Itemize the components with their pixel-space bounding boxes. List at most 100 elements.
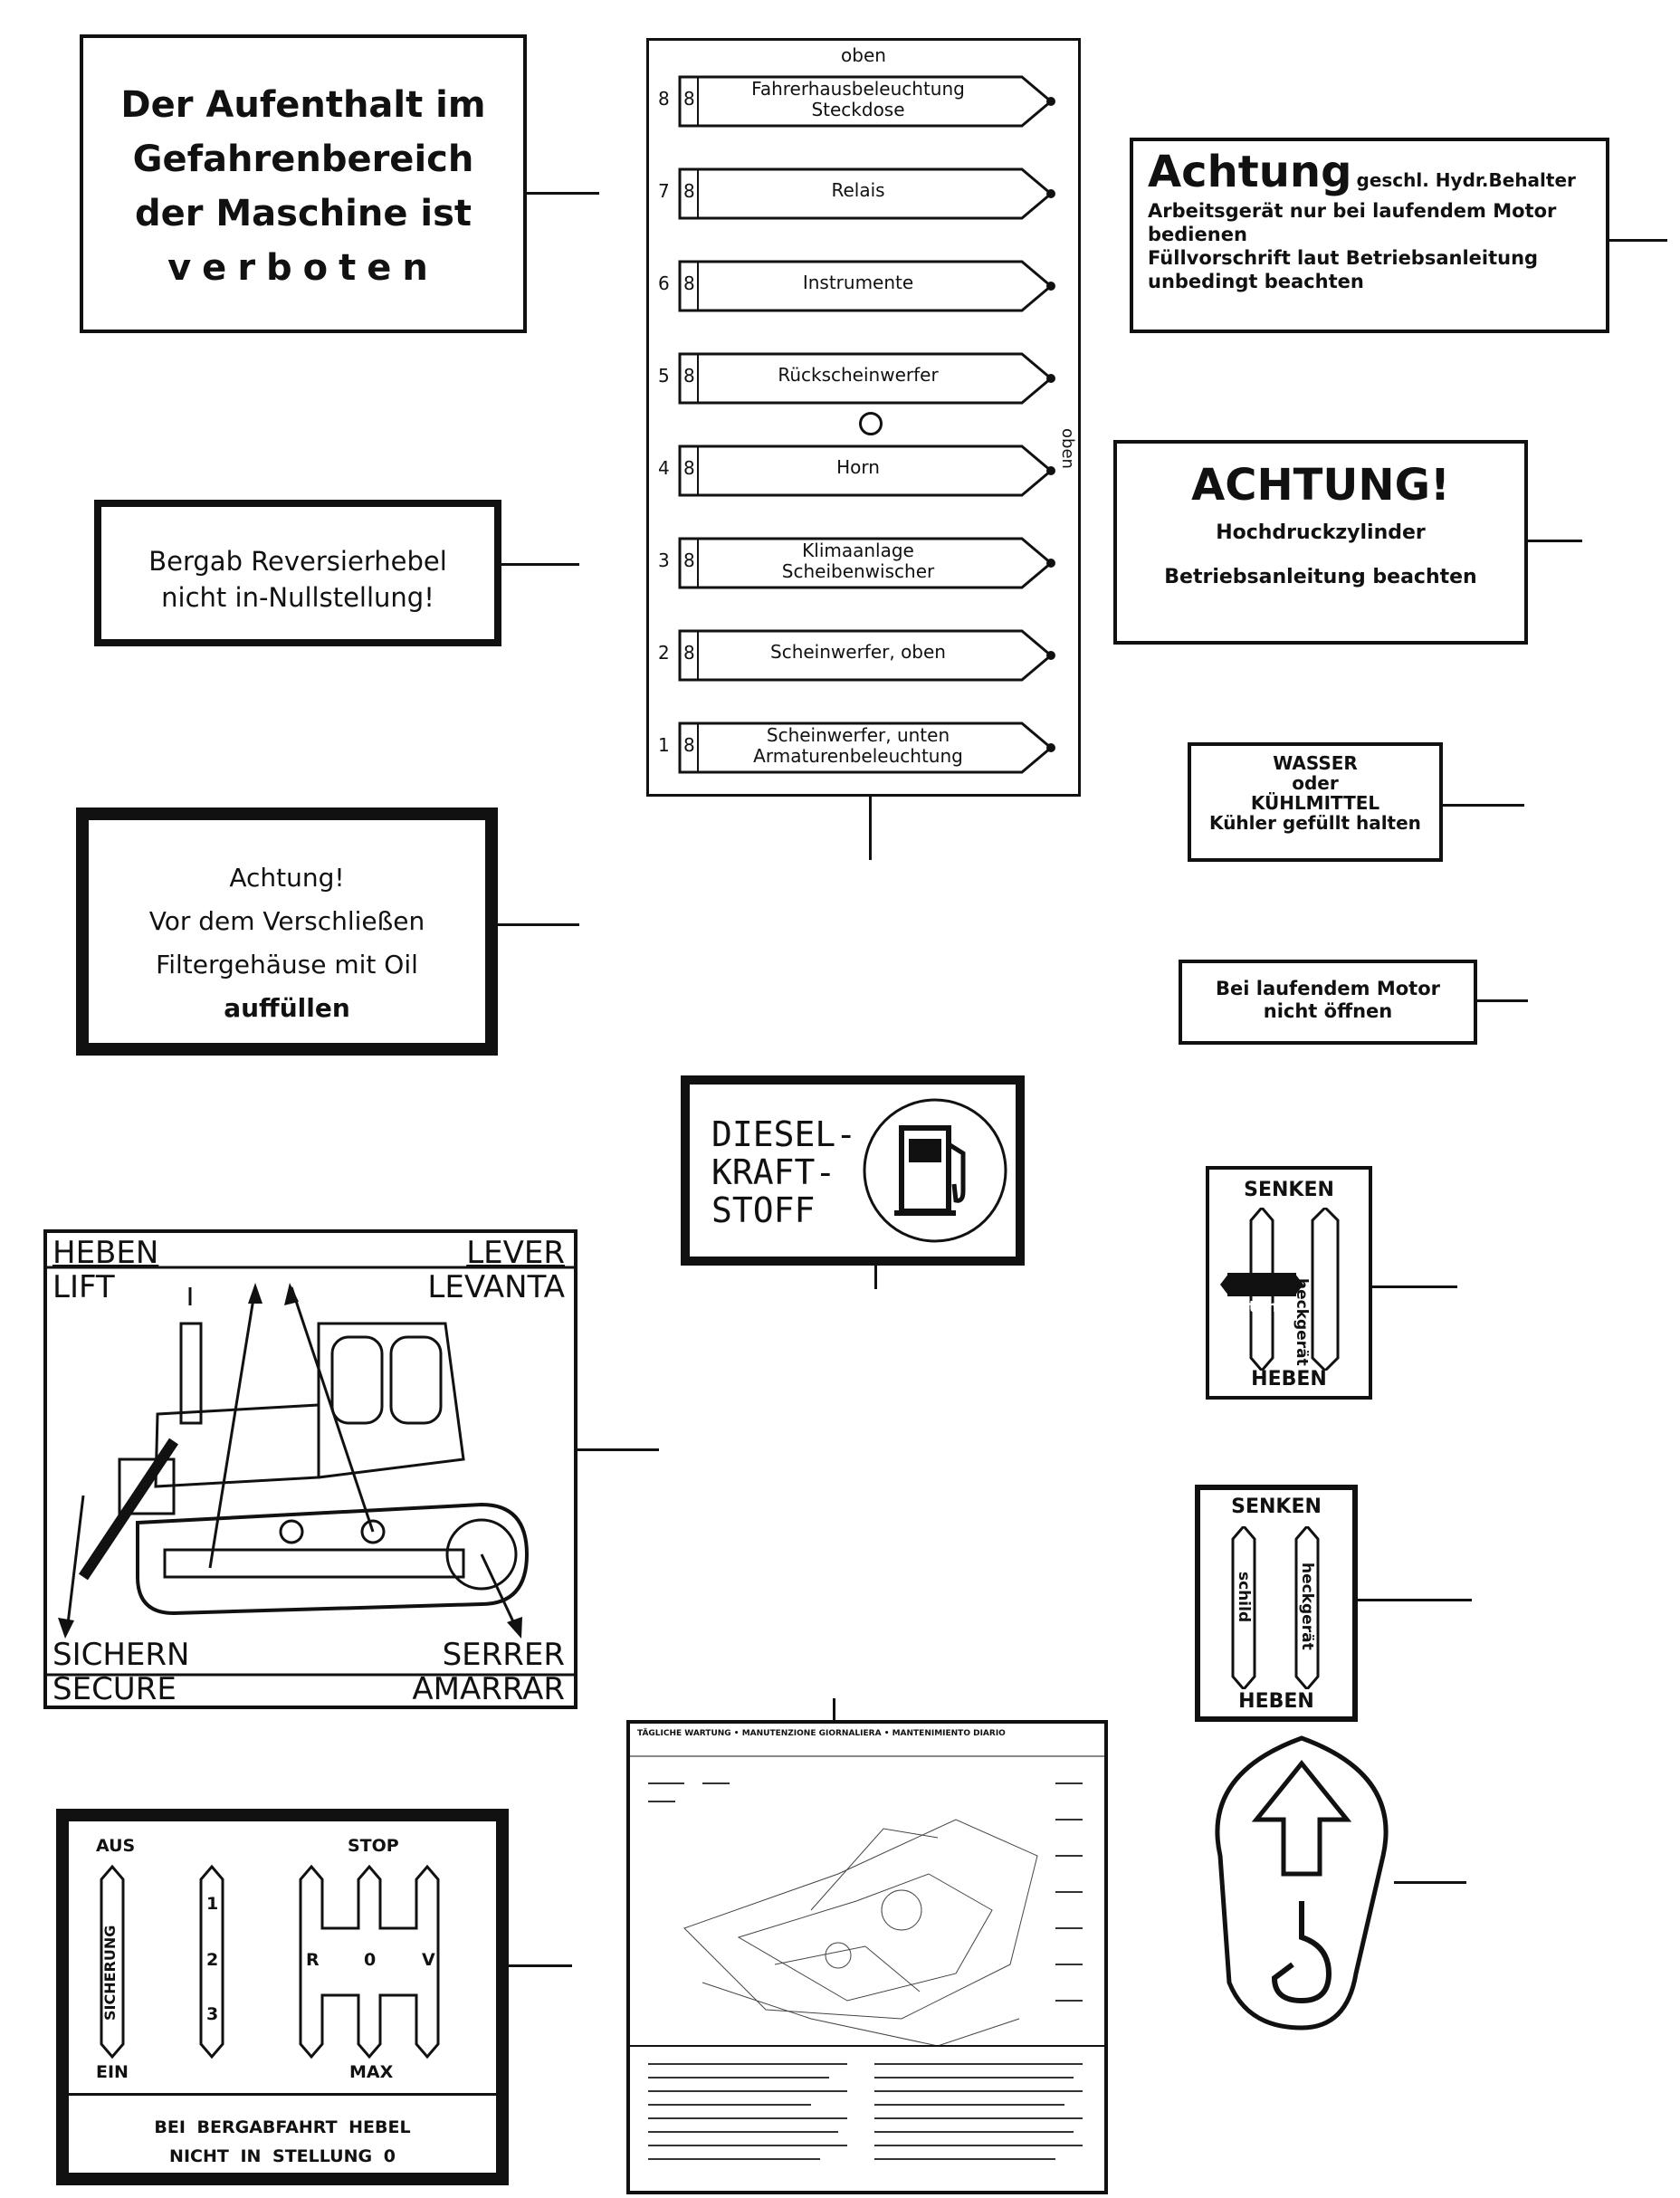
high-pressure-line-2: Betriebsanleitung beachten — [1164, 566, 1477, 588]
lifting-hook-icon — [1215, 1735, 1389, 2031]
blade-top-label: SENKEN — [1231, 1496, 1322, 1518]
fuse-label-line-2: Armaturenbeleuchtung — [753, 745, 963, 767]
lever-blade-icon — [1231, 1526, 1320, 1689]
fuse-label-line-1: Relais — [831, 179, 885, 201]
fuse-label-line-1: Horn — [836, 456, 880, 478]
fuse-rating: 8 — [683, 734, 695, 756]
sign-diesel: DIESEL- KRAFT- STOFF — [681, 1075, 1025, 1266]
gear-v: V — [422, 1950, 435, 1970]
fuse-number: 4 — [658, 457, 670, 479]
fuse-rating: 8 — [683, 365, 695, 387]
diesel-line-2: KRAFT- — [711, 1152, 836, 1192]
gear-3: 3 — [206, 2004, 219, 2024]
sign-high-pressure: ACHTUNG! Hochdruckzylinder Betriebsanlei… — [1113, 440, 1528, 645]
fuse-rating: 8 — [683, 550, 695, 571]
dozer-diagram — [47, 1266, 574, 1677]
gear-stop: STOP — [348, 1836, 399, 1856]
fuse-number: 6 — [658, 272, 670, 294]
fuse-label-line-1: Rückscheinwerfer — [778, 364, 939, 386]
fuse-rating: 8 — [683, 180, 695, 202]
leader-line — [527, 192, 599, 195]
coolant-line-3: KÜHLMITTEL — [1250, 792, 1380, 814]
maintenance-diagram — [630, 1755, 1104, 2160]
coolant-line-4: Kühler gefüllt halten — [1209, 812, 1421, 834]
fuse-tag-shape — [678, 722, 1055, 774]
leader-line — [1394, 1881, 1466, 1884]
gear-0: 0 — [364, 1950, 377, 1970]
fuse-tag-shape — [678, 260, 1055, 312]
fuse-label: Instrumente — [700, 272, 1017, 293]
lift-label-top-left-2: LIFT — [52, 1269, 115, 1305]
fuse-label-line-1: Scheinwerfer, unten — [766, 724, 950, 746]
sign-maintenance-chart: TÄGLICHE WARTUNG • MANUTENZIONE GIORNALI… — [626, 1720, 1108, 2194]
sign-gear-lever: AUS EIN SICHERUNG 1 2 3 STOP MAX R 0 V B… — [56, 1809, 509, 2185]
leader-line — [869, 797, 872, 860]
gear-shift-icon — [100, 1864, 440, 2059]
fuse-rating: 8 — [683, 272, 695, 294]
leader-line — [498, 923, 579, 926]
danger-line-3: der Maschine ist — [134, 193, 472, 234]
lift-label-bottom-left-1: SICHERN — [52, 1637, 190, 1673]
filter-line-1: Achtung! — [229, 863, 345, 893]
fuse-tag-shape — [678, 75, 1055, 128]
blade-right-label: heckgerät — [1298, 1562, 1316, 1650]
filter-line-4: auffüllen — [224, 993, 350, 1023]
engine-line-2: nicht öffnen — [1263, 1000, 1393, 1022]
leader-line — [501, 563, 579, 566]
hydraulic-line-4: unbedingt beachten — [1148, 271, 1364, 292]
fuse-label: Relais — [700, 180, 1017, 201]
gear-2: 2 — [206, 1950, 219, 1970]
sign-lift-points: HEBEN LIFT LEVER LEVANTA SICHERN SECURE … — [43, 1229, 578, 1709]
diesel-line-1: DIESEL- — [711, 1114, 857, 1154]
tilt-right-label: heckgerät — [1293, 1278, 1311, 1366]
fuse-number: 8 — [658, 88, 670, 110]
fuse-label-line-2: Steckdose — [811, 99, 905, 120]
tilt-top-label: SENKEN — [1244, 1179, 1334, 1201]
fuse-panel-hole — [859, 412, 883, 435]
lift-label-bottom-right-1: SERRER — [442, 1637, 565, 1673]
hydraulic-subtitle: geschl. Hydr.Behalter — [1356, 169, 1576, 191]
fuse-rating: 8 — [683, 457, 695, 479]
fuse-label: Horn — [700, 457, 1017, 478]
lift-label-top-right-2: LEVANTA — [427, 1269, 565, 1305]
hydraulic-title: Achtung — [1148, 147, 1352, 197]
tilt-left-label: tilten — [1231, 1298, 1278, 1316]
diesel-line-3: STOFF — [711, 1190, 816, 1230]
sign-reverse-lever: Bergab Reversierhebel nicht in-Nullstell… — [94, 500, 501, 646]
danger-line-4: verboten — [167, 247, 439, 289]
hydraulic-line-1: Arbeitsgerät nur bei laufendem Motor — [1148, 200, 1557, 222]
sign-lever-tilt: SENKEN tilten heckgerät HEBEN — [1206, 1166, 1372, 1400]
sign-hydraulic-tank: Achtung geschl. Hydr.Behalter Arbeitsger… — [1130, 138, 1609, 333]
fuse-tag-shape — [678, 352, 1055, 405]
gear-1: 1 — [206, 1894, 219, 1914]
coolant-line-1: WASSER — [1273, 752, 1358, 774]
engine-line-1: Bei laufendem Motor — [1215, 978, 1441, 999]
gear-r: R — [306, 1950, 320, 1970]
fuse-rating: 8 — [683, 88, 695, 110]
lever-tilt-icon — [1220, 1208, 1340, 1371]
leader-line — [1443, 804, 1524, 807]
leader-line — [1358, 1599, 1472, 1601]
leader-line — [1609, 239, 1667, 242]
leader-line — [509, 1964, 572, 1967]
sign-running-engine: Bei laufendem Motor nicht öffnen — [1179, 960, 1477, 1045]
fuse-panel-top-label: oben — [841, 44, 886, 66]
fuse-label-line-1: Instrumente — [802, 272, 914, 293]
fuse-tag-shape — [678, 167, 1055, 220]
hydraulic-line-3: Füllvorschrift laut Betriebsanleitung — [1148, 247, 1539, 269]
tilt-bottom-label: HEBEN — [1251, 1368, 1327, 1390]
fuse-label-line-2: Scheibenwischer — [781, 560, 935, 582]
sign-coolant: WASSER oder KÜHLMITTEL Kühler gefüllt ha… — [1188, 742, 1443, 862]
danger-line-2: Gefahrenbereich — [132, 139, 474, 180]
fuse-number: 3 — [658, 550, 670, 571]
fuse-label: Rückscheinwerfer — [700, 365, 1017, 386]
hydraulic-line-2: bedienen — [1148, 224, 1247, 245]
fuse-number: 5 — [658, 365, 670, 387]
